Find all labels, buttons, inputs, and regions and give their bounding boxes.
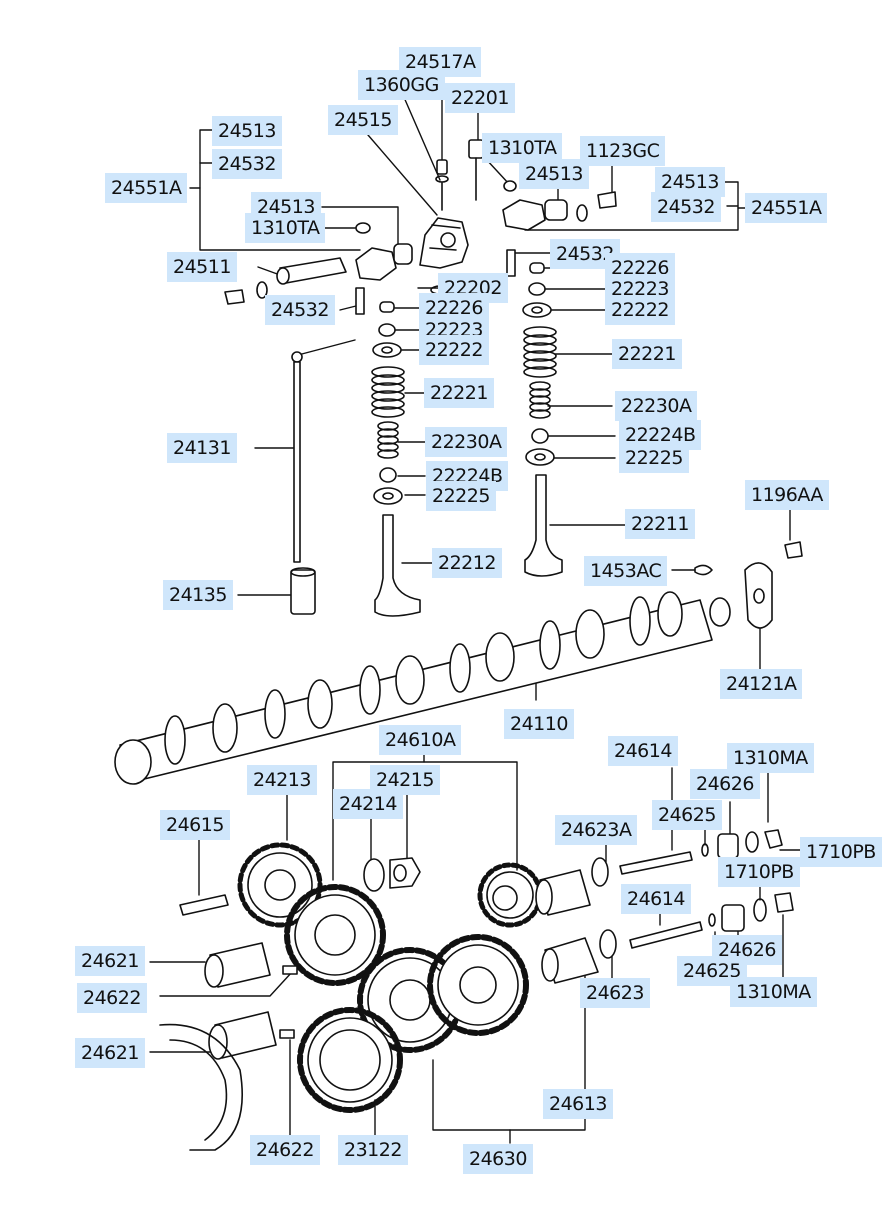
part-label-p46[interactable]: 24215 xyxy=(370,765,440,795)
part-label-p25[interactable]: 22222 xyxy=(419,335,489,365)
leader-lines xyxy=(149,74,801,1144)
part-label-p54[interactable]: 24614 xyxy=(621,884,691,914)
part-label-p08[interactable]: 24532 xyxy=(212,149,282,179)
part-label-p44[interactable]: 1310MA xyxy=(727,743,814,773)
part-label-p12[interactable]: 24532 xyxy=(651,192,721,222)
part-label-p43[interactable]: 24614 xyxy=(608,736,678,766)
part-label-p03[interactable]: 22201 xyxy=(445,83,515,113)
part-label-p53[interactable]: 1710PB xyxy=(718,857,800,887)
part-label-p64[interactable]: 23122 xyxy=(338,1135,408,1165)
part-label-p29[interactable]: 24131 xyxy=(167,433,237,463)
part-label-p04[interactable]: 24515 xyxy=(328,105,398,135)
part-label-p23[interactable]: 22222 xyxy=(605,295,675,325)
part-label-p55[interactable]: 24621 xyxy=(75,946,145,976)
part-label-p10[interactable]: 24513 xyxy=(519,159,589,189)
part-label-p36[interactable]: 22211 xyxy=(625,509,695,539)
part-label-p60[interactable]: 1310MA xyxy=(730,977,817,1007)
part-label-p09[interactable]: 24551A xyxy=(105,173,188,203)
part-label-p40[interactable]: 24121A xyxy=(720,669,803,699)
part-label-p35[interactable]: 1196AA xyxy=(745,480,829,510)
part-label-p07[interactable]: 24513 xyxy=(212,116,282,146)
part-label-p61[interactable]: 24621 xyxy=(75,1038,145,1068)
part-label-p33[interactable]: 22225 xyxy=(619,443,689,473)
part-label-p17[interactable]: 24511 xyxy=(167,252,237,282)
part-label-p28[interactable]: 22230A xyxy=(615,391,698,421)
part-label-p21[interactable]: 24532 xyxy=(265,295,335,325)
part-label-p58[interactable]: 24622 xyxy=(77,983,147,1013)
part-label-p38[interactable]: 1453AC xyxy=(584,556,668,586)
cam-plate-parts xyxy=(694,541,803,629)
shafts-and-bushings xyxy=(159,829,794,1151)
part-label-p57[interactable]: 24625 xyxy=(677,956,747,986)
part-label-p42[interactable]: 24610A xyxy=(379,725,462,755)
part-label-p56[interactable]: 24626 xyxy=(712,935,782,965)
left-valve-stack xyxy=(371,301,421,617)
part-label-p34[interactable]: 22225 xyxy=(426,481,496,511)
part-label-p65[interactable]: 24630 xyxy=(463,1144,533,1174)
part-label-p13[interactable]: 24551A xyxy=(745,193,828,223)
right-valve-stack xyxy=(522,262,563,577)
part-label-p51[interactable]: 24623A xyxy=(555,815,638,845)
part-label-p02[interactable]: 1360GG xyxy=(358,70,445,100)
part-label-p62[interactable]: 24613 xyxy=(543,1089,613,1119)
part-label-p30[interactable]: 22230A xyxy=(425,427,508,457)
camshaft xyxy=(114,591,731,785)
part-label-p37[interactable]: 22212 xyxy=(432,548,502,578)
push-rod xyxy=(290,351,316,615)
part-label-p26[interactable]: 22221 xyxy=(612,339,682,369)
part-label-p50[interactable]: 24615 xyxy=(160,810,230,840)
part-label-p47[interactable]: 24626 xyxy=(690,769,760,799)
part-label-p49[interactable]: 24625 xyxy=(652,800,722,830)
part-label-p15[interactable]: 1310TA xyxy=(245,213,326,243)
part-label-p05[interactable]: 1310TA xyxy=(482,133,563,163)
part-label-p45[interactable]: 24213 xyxy=(247,765,317,795)
part-label-p06[interactable]: 1123GC xyxy=(580,136,666,166)
part-label-p63[interactable]: 24622 xyxy=(250,1135,320,1165)
part-label-p48[interactable]: 24214 xyxy=(333,789,403,819)
part-label-p39[interactable]: 24135 xyxy=(163,580,233,610)
gears xyxy=(237,842,543,1113)
part-label-p27[interactable]: 22221 xyxy=(424,378,494,408)
rocker-arm-assembly xyxy=(224,139,617,315)
part-label-p52[interactable]: 1710PB xyxy=(800,837,882,867)
part-label-p59[interactable]: 24623 xyxy=(580,978,650,1008)
part-label-p41[interactable]: 24110 xyxy=(504,709,574,739)
